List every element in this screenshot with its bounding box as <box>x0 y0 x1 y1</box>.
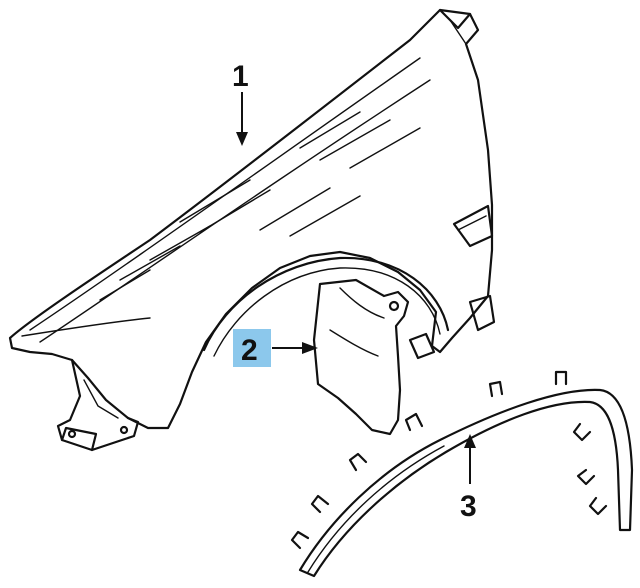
callout-3-label: 3 <box>460 490 477 523</box>
callout-3-arrowhead <box>464 434 476 448</box>
callout-2[interactable]: 2 <box>233 329 318 367</box>
fender-part[interactable] <box>8 8 496 452</box>
callout-1[interactable]: 1 <box>232 60 249 146</box>
wheel-arch-molding-part[interactable] <box>290 370 634 578</box>
callout-2-arrowhead <box>302 342 318 354</box>
callout-2-highlight <box>233 329 271 367</box>
callout-3[interactable]: 3 <box>460 434 477 523</box>
callout-2-label: 2 <box>241 334 258 367</box>
splash-shield-part[interactable] <box>312 278 436 436</box>
callout-1-label: 1 <box>232 60 249 93</box>
callout-1-arrowhead <box>236 132 248 146</box>
